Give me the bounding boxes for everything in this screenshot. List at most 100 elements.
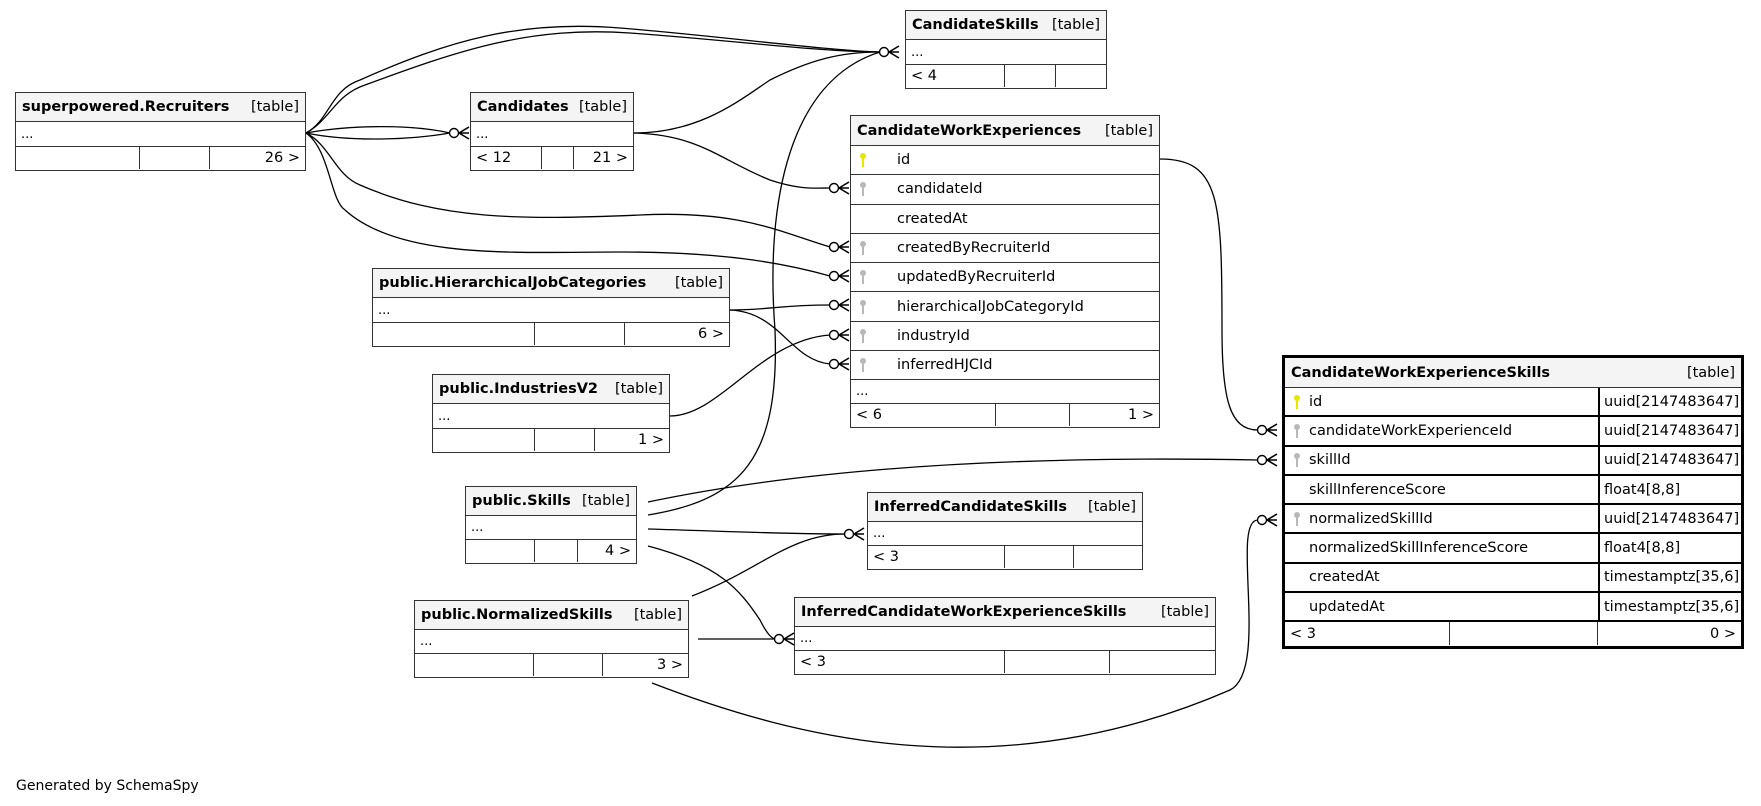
column-type: uuid[2147483647] xyxy=(1598,505,1741,533)
crows-foot-many-marker xyxy=(838,269,850,283)
children-count[interactable]: 26 > xyxy=(264,150,300,166)
crows-foot-many-marker xyxy=(1266,513,1278,527)
table-name: public.NormalizedSkills xyxy=(421,607,613,623)
columns-ellipsis: ... xyxy=(420,634,433,649)
column-name: createdByRecruiterId xyxy=(897,240,1051,257)
edge-recruiters-candidates-2 xyxy=(305,132,451,140)
zero-cardinality-marker xyxy=(1256,454,1268,466)
edge-recruiters-candidates xyxy=(305,125,451,134)
children-count[interactable]: 4 > xyxy=(605,543,631,559)
table-kind: [table] xyxy=(1160,604,1209,620)
foreign-key-icon xyxy=(859,357,867,373)
edge-skills-candidateskills xyxy=(647,51,881,516)
zero-cardinality-marker xyxy=(773,633,785,645)
crows-foot-many-marker xyxy=(783,632,795,646)
row-count xyxy=(1005,651,1110,673)
crows-foot-many-marker xyxy=(838,357,850,371)
column-row[interactable]: createdAt xyxy=(851,205,1159,234)
foreign-key-icon xyxy=(1293,452,1301,468)
edge-hjc-cwe xyxy=(729,304,831,311)
edge-normskills-ics xyxy=(691,533,846,597)
table-candidate-skills[interactable]: CandidateSkills[table] ... < 4 xyxy=(905,10,1107,89)
column-row[interactable]: hierarchicalJobCategoryId xyxy=(851,292,1159,322)
table-kind: [table] xyxy=(1104,122,1153,139)
table-inferred-candidate-skills[interactable]: InferredCandidateSkills[table] ... < 3 xyxy=(867,492,1143,570)
children-count[interactable]: 3 > xyxy=(657,657,683,673)
zero-cardinality-marker xyxy=(1256,424,1268,436)
column-row[interactable]: updatedByRecruiterId xyxy=(851,263,1159,293)
table-name: CandidateWorkExperiences xyxy=(857,122,1082,139)
edge-normskills-cwes xyxy=(651,519,1259,748)
table-kind: [table] xyxy=(250,99,299,115)
children-count[interactable]: 6 > xyxy=(698,326,724,342)
parents-count[interactable]: < 3 xyxy=(868,546,1005,568)
crows-foot-many-marker xyxy=(838,181,850,195)
parents-count xyxy=(466,540,535,562)
table-kind: [table] xyxy=(1051,17,1100,33)
table-industries-v2[interactable]: public.IndustriesV2[table] ... 1 > xyxy=(432,374,670,453)
table-skills[interactable]: public.Skills[table] ... 4 > xyxy=(465,486,637,564)
parents-count[interactable]: < 4 xyxy=(906,65,1005,87)
edge-candidates-candidateskills xyxy=(633,51,881,134)
parents-count[interactable]: < 12 xyxy=(471,147,542,169)
children-count[interactable]: 1 > xyxy=(638,432,664,448)
column-name: updatedAt xyxy=(1309,598,1385,615)
children-count[interactable]: 1 > xyxy=(1128,407,1154,424)
column-row[interactable]: inferredHJCId xyxy=(851,351,1159,381)
columns-ellipsis: ... xyxy=(856,384,869,400)
crows-foot-many-marker xyxy=(853,527,865,541)
column-name: hierarchicalJobCategoryId xyxy=(897,298,1084,315)
table-candidates[interactable]: Candidates[table] ... < 12 21 > xyxy=(470,92,634,171)
table-name: InferredCandidateSkills xyxy=(874,499,1068,515)
children-count[interactable]: 21 > xyxy=(592,150,628,166)
foreign-key-icon xyxy=(859,299,867,315)
table-kind: [table] xyxy=(578,99,627,115)
crows-foot-many-marker xyxy=(838,298,850,312)
parents-count[interactable]: < 3 xyxy=(1285,622,1450,646)
column-name: id xyxy=(1309,393,1323,410)
column-row[interactable]: id xyxy=(851,146,1159,176)
row-count xyxy=(535,429,595,451)
column-name: candidateWorkExperienceId xyxy=(1309,422,1513,439)
parents-count[interactable]: < 3 xyxy=(795,651,1005,673)
column-row[interactable]: industryId xyxy=(851,322,1159,352)
foreign-key-icon xyxy=(859,328,867,344)
columns-ellipsis: ... xyxy=(800,631,813,646)
table-recruiters[interactable]: superpowered.Recruiters[table] ... 26 > xyxy=(15,92,306,171)
edge-skills-icwes xyxy=(647,545,776,640)
crows-foot-many-marker xyxy=(1266,423,1278,437)
columns-ellipsis: ... xyxy=(873,526,886,541)
row-count xyxy=(1005,65,1056,87)
column-row[interactable]: candidateId xyxy=(851,175,1159,205)
table-hierarchical-job-categories[interactable]: public.HierarchicalJobCategories[table] … xyxy=(372,268,730,347)
column-name: normalizedSkillInferenceScore xyxy=(1309,540,1529,557)
column-row[interactable]: createdByRecruiterId xyxy=(851,234,1159,264)
parents-count xyxy=(433,429,535,451)
zero-cardinality-marker xyxy=(828,358,840,370)
children-count xyxy=(1056,65,1106,87)
table-name: superpowered.Recruiters xyxy=(22,99,230,115)
parents-count[interactable]: < 6 xyxy=(851,404,996,427)
primary-key-icon xyxy=(859,152,867,168)
parents-count xyxy=(415,654,534,676)
columns-ellipsis: ... xyxy=(438,408,451,424)
no-key-spacer xyxy=(1293,482,1301,498)
edge-industries-cwe xyxy=(669,334,831,417)
edge-recruiters-candidateskills xyxy=(305,25,881,134)
table-normalized-skills[interactable]: public.NormalizedSkills[table] ... 3 > xyxy=(414,600,689,678)
children-count xyxy=(1074,546,1142,568)
column-name: industryId xyxy=(897,327,970,344)
table-inferred-candidate-work-experience-skills[interactable]: InferredCandidateWorkExperienceSkills[ta… xyxy=(794,597,1216,675)
row-count xyxy=(1450,622,1598,646)
